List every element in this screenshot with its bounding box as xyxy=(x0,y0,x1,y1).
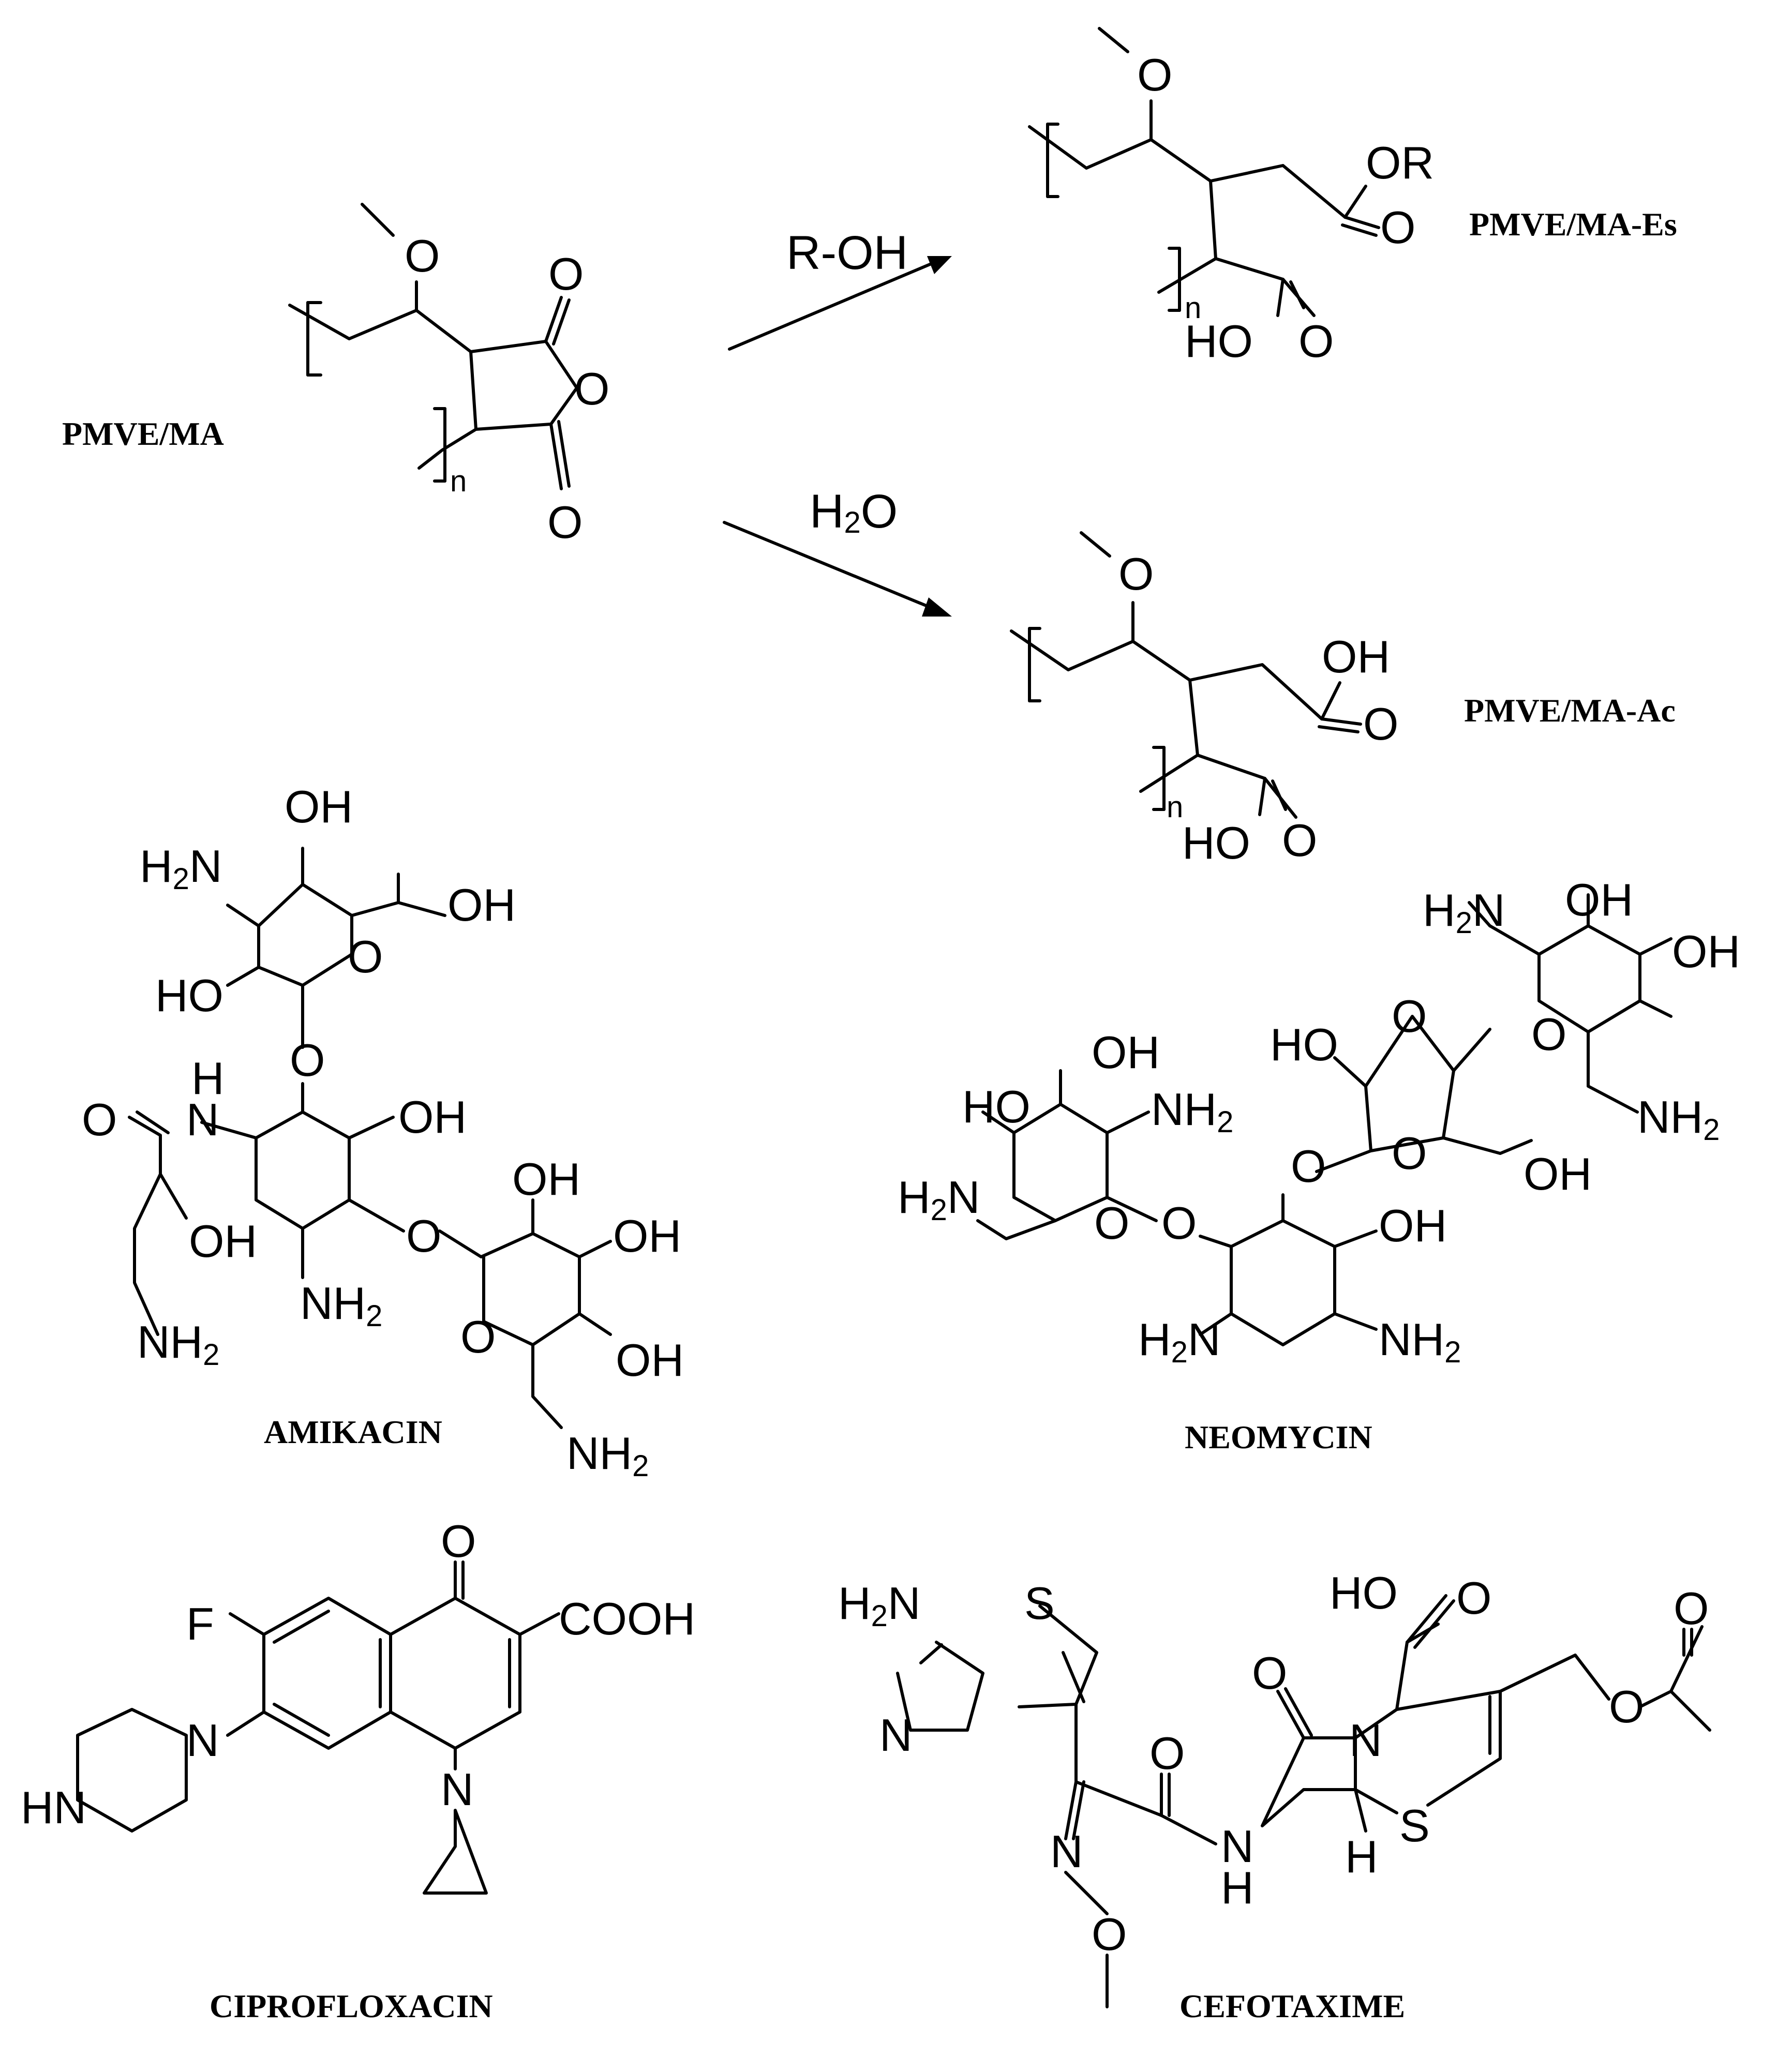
cefotaxime-structure xyxy=(896,1594,1711,2008)
neomycin-glycoside-o-1: O xyxy=(1392,990,1427,1042)
neomycin-structure xyxy=(976,893,1673,1346)
neomycin-ring-o-1: O xyxy=(1531,1009,1566,1060)
ciprofloxacin-cooh: COOH xyxy=(559,1593,695,1644)
amikacin-oh-5: OH xyxy=(512,1153,580,1205)
cefotaxime-bridgehead-h: H xyxy=(1345,1831,1378,1882)
neomycin-caption: NEOMYCIN xyxy=(1185,1419,1372,1455)
pmve-ma-ring-o: O xyxy=(574,363,609,414)
amikacin-amide-n: N xyxy=(186,1094,219,1145)
pmve-ma-ac-methoxy-o: O xyxy=(1118,548,1154,599)
cefotaxime-ester-o: O xyxy=(1609,1681,1644,1732)
neomycin-ho-1: HO xyxy=(1270,1019,1338,1070)
neomycin-oh-2: OH xyxy=(1672,926,1740,977)
cefotaxime-oxime-n: N xyxy=(1050,1826,1083,1877)
amikacin-h2n-1: H2N xyxy=(140,840,222,896)
cefotaxime-ring-s: S xyxy=(1399,1800,1430,1851)
pmve-ma-ac-acid-ho: HO xyxy=(1182,817,1250,868)
ciprofloxacin-piperazine-nh: HN xyxy=(21,1782,86,1833)
neomycin-ring-o-3: O xyxy=(1094,1197,1129,1249)
esterification-arrow xyxy=(728,256,952,351)
pmve-ma-repeat-n: n xyxy=(450,464,467,498)
ciprofloxacin-quinolone-n: N xyxy=(441,1764,474,1815)
pmve-ma-es-structure xyxy=(1028,27,1380,317)
pmve-ma-es-acid-o: O xyxy=(1298,316,1334,367)
amikacin-amide-o: O xyxy=(82,1094,117,1145)
amikacin-oh-6: OH xyxy=(613,1210,681,1262)
cefotaxime-amide-h: H xyxy=(1221,1862,1254,1913)
pmve-ma-es-caption: PMVE/MA-Es xyxy=(1469,206,1677,243)
pmve-ma-ac-acid-o: O xyxy=(1363,698,1398,749)
neomycin-glycoside-o-2: O xyxy=(1291,1140,1326,1192)
ciprofloxacin-ketone-o: O xyxy=(441,1515,476,1567)
pmve-ma-ac-structure xyxy=(1010,531,1362,819)
cefotaxime-methoxy-o: O xyxy=(1092,1909,1127,1960)
amikacin-nh2-1: NH2 xyxy=(300,1278,382,1333)
amikacin-caption: AMIKACIN xyxy=(264,1414,442,1450)
pmve-ma-caption: PMVE/MA xyxy=(62,415,224,452)
pmve-ma-methoxy-o: O xyxy=(405,230,440,281)
amikacin-ring-o-1: O xyxy=(348,931,383,982)
ciprofloxacin-piperazine-n: N xyxy=(186,1715,219,1766)
ciprofloxacin-caption: CIPROFLOXACIN xyxy=(210,1988,493,2024)
neomycin-oh-4: OH xyxy=(1524,1148,1592,1199)
amikacin-glycoside-o-1: O xyxy=(290,1034,325,1086)
amikacin-structure xyxy=(128,847,612,1429)
amikacin-oh-2: OH xyxy=(447,879,516,930)
cefotaxime-lactam-o: O xyxy=(1252,1647,1287,1699)
amikacin-oh-7: OH xyxy=(616,1334,684,1386)
neomycin-nh2-2: NH2 xyxy=(1151,1084,1233,1139)
pmve-ma-es-methoxy-o: O xyxy=(1137,49,1172,100)
neomycin-oh-5: OH xyxy=(1379,1200,1447,1251)
pmve-ma-ac-caption: PMVE/MA-Ac xyxy=(1464,692,1676,729)
amikacin-oh-4: OH xyxy=(189,1215,257,1267)
pmve-ma-ac-acid-oh: OH xyxy=(1322,631,1390,682)
pmve-ma-ac-repeat-n: n xyxy=(1167,790,1183,824)
cefotaxime-amide-n: N xyxy=(1221,1821,1254,1872)
amikacin-amide-h: H xyxy=(191,1053,225,1104)
pmve-ma-carbonyl-o-top: O xyxy=(548,248,584,299)
cefotaxime-thiazole-s: S xyxy=(1024,1578,1055,1629)
ciprofloxacin-fluorine: F xyxy=(186,1598,214,1649)
neomycin-oh-3: OH xyxy=(1092,1027,1160,1078)
hydrolysis-arrow xyxy=(723,521,952,617)
cefotaxime-acid-ho: HO xyxy=(1330,1567,1398,1618)
pmve-ma-es-acid-ho: HO xyxy=(1185,316,1253,367)
ciprofloxacin-structure xyxy=(76,1560,560,1895)
pmve-ma-es-ester-or: OR xyxy=(1366,137,1434,188)
pmve-ma-es-ester-o: O xyxy=(1380,202,1415,253)
pmve-ma-es-repeat-n: n xyxy=(1185,291,1201,325)
neomycin-glycoside-o-3: O xyxy=(1161,1197,1197,1249)
esterification-reagent: R-OH xyxy=(786,227,908,279)
amikacin-ring-o-2: O xyxy=(460,1311,496,1362)
cefotaxime-thiazole-n: N xyxy=(879,1709,913,1761)
amikacin-oh-3: OH xyxy=(398,1091,467,1143)
amikacin-nh2-3: NH2 xyxy=(566,1428,649,1483)
cefotaxime-caption: CEFOTAXIME xyxy=(1179,1988,1405,2024)
cefotaxime-acid-o: O xyxy=(1456,1572,1491,1624)
neomycin-ho-2: HO xyxy=(962,1081,1031,1132)
amikacin-oh-1: OH xyxy=(285,781,353,832)
hydrolysis-reagent: H2O xyxy=(810,485,898,539)
neomycin-h2n-1: H2N xyxy=(1423,884,1505,940)
pmve-ma-carbonyl-o-bottom: O xyxy=(547,497,583,548)
pmve-ma-structure xyxy=(288,203,578,490)
neomycin-h2n-2: H2N xyxy=(898,1172,980,1227)
amikacin-ho-1: HO xyxy=(155,970,223,1021)
neomycin-oh-1: OH xyxy=(1565,874,1633,925)
neomycin-nh2-3: NH2 xyxy=(1379,1314,1461,1369)
cefotaxime-lactam-n: N xyxy=(1349,1715,1382,1766)
pmve-ma-ac-acid-o-2: O xyxy=(1282,815,1317,866)
cefotaxime-acetyl-o: O xyxy=(1674,1583,1709,1634)
neomycin-nh2-1: NH2 xyxy=(1637,1091,1720,1147)
neomycin-ring-o-2: O xyxy=(1392,1128,1427,1179)
neomycin-h2n-3: H2N xyxy=(1138,1314,1220,1369)
cefotaxime-amide-o: O xyxy=(1149,1728,1185,1779)
amikacin-glycoside-o-2: O xyxy=(406,1210,441,1262)
cefotaxime-h2n: H2N xyxy=(838,1578,920,1633)
amikacin-nh2-2: NH2 xyxy=(137,1316,219,1372)
